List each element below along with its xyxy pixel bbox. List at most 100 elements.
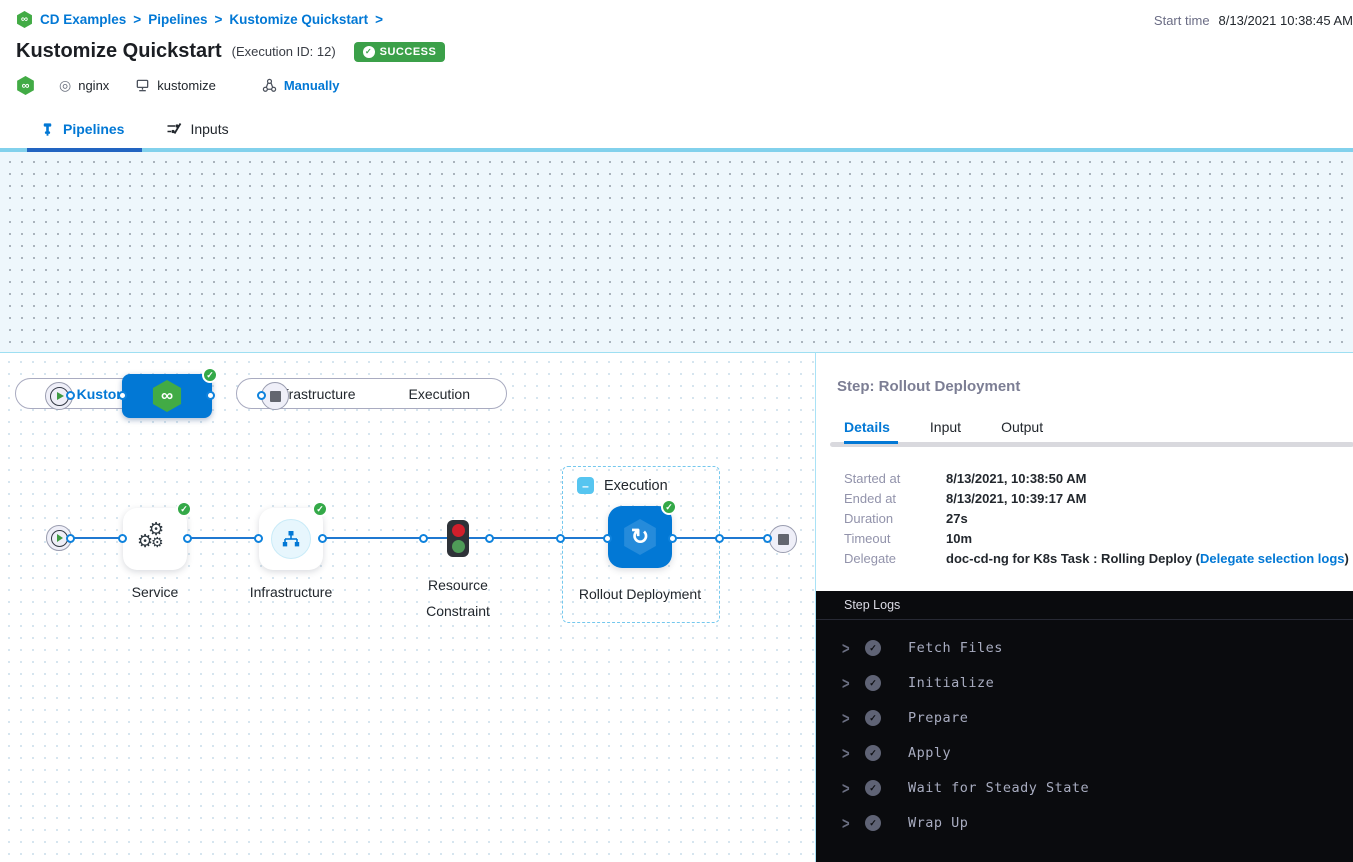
collapse-group-icon[interactable]: – xyxy=(577,477,594,494)
step-success-icon: ✓ xyxy=(176,501,192,517)
detail-value: 10m xyxy=(946,531,973,546)
service-name: nginx xyxy=(78,78,110,93)
detail-value: 8/13/2021, 10:39:17 AM xyxy=(946,491,1087,506)
toggle-execution[interactable]: Execution xyxy=(408,385,470,402)
delegate-selection-logs-link[interactable]: Delegate selection logs xyxy=(1200,551,1345,566)
meta-row: ∞ ◎ nginx kustomize xyxy=(16,76,339,95)
log-success-icon: ✓ xyxy=(865,710,881,726)
edge-dot xyxy=(763,534,772,543)
stage-node-kustomize[interactable]: ∞ ✓ xyxy=(122,367,218,418)
edge-dot xyxy=(603,534,612,543)
edge-dot xyxy=(66,391,75,400)
step-node-rollout-deployment[interactable]: ↻ ✓ xyxy=(608,499,677,568)
detail-row-started-at: Started at 8/13/2021, 10:38:50 AM xyxy=(844,469,1349,489)
status-badge-label: SUCCESS xyxy=(379,45,437,58)
pipeline-icon xyxy=(40,122,55,137)
tab-details-active-underline xyxy=(844,441,898,444)
edge-dot xyxy=(668,534,677,543)
edge-dot xyxy=(118,534,127,543)
main-tab-bar: Pipelines Inputs xyxy=(0,110,1353,152)
breadcrumb-separator-icon: > xyxy=(375,12,384,27)
tab-output[interactable]: Output xyxy=(1001,419,1044,435)
breadcrumb-kustomize-quickstart[interactable]: Kustomize Quickstart xyxy=(229,12,369,27)
step-node-service[interactable]: ⚙ ⚙ ⚙ ✓ xyxy=(123,501,192,570)
status-badge: ✓ SUCCESS xyxy=(353,41,446,62)
step-node-resource-constraint[interactable] xyxy=(447,520,469,557)
log-success-icon: ✓ xyxy=(865,745,881,761)
stage-graph: ∞ ✓ Kustomize xyxy=(0,152,1353,448)
breadcrumb-cd-examples[interactable]: CD Examples xyxy=(40,12,127,27)
breadcrumb-pipelines[interactable]: Pipelines xyxy=(148,12,208,27)
step-details-panel: Step: Rollout Deployment Details Input O… xyxy=(815,352,1353,862)
environment-name: kustomize xyxy=(157,78,216,93)
horizontal-scrollbar[interactable] xyxy=(830,442,1353,447)
service-icon: ◎ xyxy=(59,77,72,93)
infrastructure-icon xyxy=(271,519,311,559)
detail-row-delegate: Delegate doc-cd-ng for K8s Task : Rollin… xyxy=(844,549,1349,569)
expand-chevron-icon[interactable]: > xyxy=(842,638,850,658)
stage-success-icon: ✓ xyxy=(202,367,218,383)
toggle-infrastructure[interactable]: Infrastructure xyxy=(273,385,356,402)
tab-inputs-label: Inputs xyxy=(190,121,229,137)
kustomize-stage-icon: ∞ xyxy=(152,380,182,412)
tab-pipelines[interactable]: Pipelines xyxy=(40,121,124,137)
cd-module-icon: ∞ xyxy=(17,76,34,95)
log-section-label[interactable]: Prepare xyxy=(908,710,969,726)
log-section-label[interactable]: Apply xyxy=(908,745,952,761)
traffic-red-light-icon xyxy=(451,523,465,537)
page-title: Kustomize Quickstart xyxy=(16,40,222,62)
step-node-infrastructure[interactable]: ✓ xyxy=(259,501,328,570)
tabbar-rule xyxy=(0,148,1353,152)
expand-chevron-icon[interactable]: > xyxy=(842,813,850,833)
detail-label: Started at xyxy=(844,471,901,486)
log-section-label[interactable]: Fetch Files xyxy=(908,640,1003,656)
edge-dot xyxy=(66,534,75,543)
detail-label: Ended at xyxy=(844,491,897,506)
step-logs-header: Step Logs xyxy=(816,591,1353,620)
edge-dot xyxy=(257,391,266,400)
expand-chevron-icon[interactable]: > xyxy=(842,673,850,693)
tab-pipelines-label: Pipelines xyxy=(63,121,125,137)
execution-group-label: Execution xyxy=(604,477,668,494)
edge-dot xyxy=(118,391,127,400)
service-gears-icon: ⚙ ⚙ ⚙ xyxy=(137,519,165,551)
detail-label: Timeout xyxy=(844,531,891,546)
log-section-label[interactable]: Initialize xyxy=(908,675,995,691)
tab-inputs[interactable]: Inputs xyxy=(166,121,229,137)
log-section-label[interactable]: Wait for Steady State xyxy=(908,780,1090,796)
execution-end-node xyxy=(769,525,797,553)
step-details-table: Started at 8/13/2021, 10:38:50 AM Ended … xyxy=(844,469,1349,569)
log-success-icon: ✓ xyxy=(865,675,881,691)
log-section-label[interactable]: Wrap Up xyxy=(908,815,969,831)
step-label-resource-constraint: Resource Constraint xyxy=(426,577,490,619)
step-panel-title: Step: Rollout Deployment xyxy=(837,378,1021,395)
start-time-value: 8/13/2021 10:38:45 AM xyxy=(1218,13,1353,28)
log-success-icon: ✓ xyxy=(865,780,881,796)
detail-row-duration: Duration 27s xyxy=(844,509,1349,529)
step-label-rollout-deployment: Rollout Deployment xyxy=(578,586,702,602)
start-time: Start time 8/13/2021 10:38:45 AM xyxy=(1154,13,1353,28)
tab-details[interactable]: Details xyxy=(844,419,890,435)
step-label-infrastructure: Infrastructure xyxy=(249,584,333,600)
detail-row-timeout: Timeout 10m xyxy=(844,529,1349,549)
edge-dot xyxy=(206,391,215,400)
expand-chevron-icon[interactable]: > xyxy=(842,778,850,798)
trigger-type: Manually xyxy=(283,78,340,93)
detail-value: 8/13/2021, 10:38:50 AM xyxy=(946,471,1087,486)
execution-id: (Execution ID: 12) xyxy=(231,44,336,59)
execution-group: – Execution xyxy=(562,466,720,623)
log-success-icon: ✓ xyxy=(865,815,881,831)
edge-dot xyxy=(485,534,494,543)
tab-input[interactable]: Input xyxy=(929,419,962,435)
step-label-service: Service xyxy=(131,584,179,600)
edge-dot xyxy=(318,534,327,543)
detail-row-ended-at: Ended at 8/13/2021, 10:39:17 AM xyxy=(844,489,1349,509)
delegate-text: doc-cd-ng for K8s Task : Rolling Deploy … xyxy=(946,551,1200,566)
stop-icon xyxy=(269,390,281,402)
expand-chevron-icon[interactable]: > xyxy=(842,743,850,763)
expand-chevron-icon[interactable]: > xyxy=(842,708,850,728)
page-header: ∞ CD Examples > Pipelines > Kustomize Qu… xyxy=(0,0,1353,110)
play-icon xyxy=(50,529,68,547)
start-time-label: Start time xyxy=(1153,13,1210,28)
